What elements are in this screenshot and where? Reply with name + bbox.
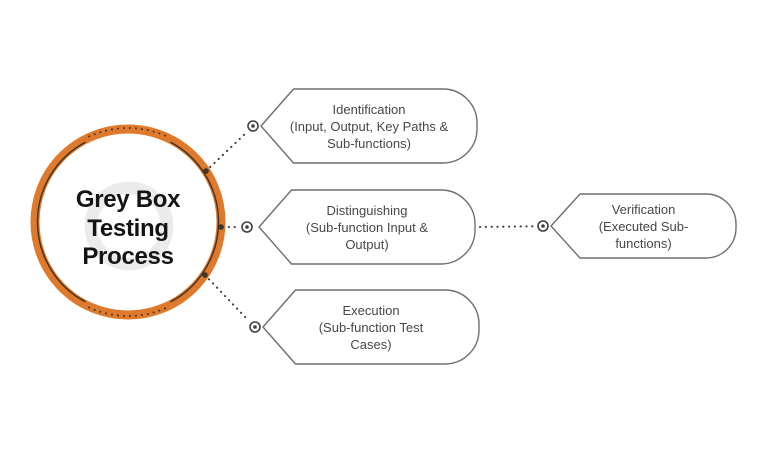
node-execution: Execution (Sub-function Test Cases) xyxy=(262,289,480,365)
inner-line-arc-right xyxy=(170,141,220,303)
center-circle-ring xyxy=(30,124,226,320)
connector-dotted-verification xyxy=(478,225,536,229)
node-distinguishing: Distinguishing (Sub-function Input & Out… xyxy=(258,189,476,265)
connector-dotted-bottom xyxy=(203,273,250,322)
bullseye-marker-identification-icon xyxy=(247,120,259,132)
node-title: Verification xyxy=(611,201,676,217)
node-verification-label: Verification (Executed Sub-functions) xyxy=(550,193,737,259)
node-shape-outline xyxy=(258,189,476,265)
watermark-ring-icon xyxy=(84,181,174,271)
ring-dotted-arc-bottom xyxy=(87,306,169,317)
diagram-title-line3: Process xyxy=(82,243,174,270)
node-subtitle: (Input, Output, Key Paths & Sub-function… xyxy=(289,118,449,151)
diagram-title-line1: Grey Box xyxy=(75,186,181,213)
node-shape-outline xyxy=(550,193,737,259)
node-identification-label: Identification (Input, Output, Key Paths… xyxy=(260,88,478,164)
node-verification: Verification (Executed Sub-functions) xyxy=(550,193,737,259)
node-execution-label: Execution (Sub-function Test Cases) xyxy=(262,289,480,365)
bullseye-marker-verification-icon xyxy=(537,220,549,232)
ring-anchor-dot-middle xyxy=(218,224,224,230)
bullseye-marker-execution-icon xyxy=(249,321,261,333)
ring-dotted-arc-top xyxy=(87,127,169,138)
node-shape-outline xyxy=(262,289,480,365)
node-subtitle: (Sub-function Test Cases) xyxy=(318,319,424,352)
node-shape-outline xyxy=(260,88,478,164)
diagram-title-line2: Testing xyxy=(87,214,169,242)
bullseye-marker-distinguishing-icon xyxy=(241,221,253,233)
node-title: Identification xyxy=(332,101,406,117)
inner-line-arc-left xyxy=(36,141,86,303)
node-identification: Identification (Input, Output, Key Paths… xyxy=(260,88,478,164)
node-title: Distinguishing xyxy=(326,202,408,218)
node-subtitle: (Executed Sub-functions) xyxy=(598,218,689,251)
connector-dotted-top xyxy=(204,131,248,173)
node-title: Execution xyxy=(342,302,400,318)
node-distinguishing-label: Distinguishing (Sub-function Input & Out… xyxy=(258,189,476,265)
node-subtitle: (Sub-function Input & Output) xyxy=(305,219,429,252)
diagram-title: Grey Box Testing Process xyxy=(28,186,228,272)
